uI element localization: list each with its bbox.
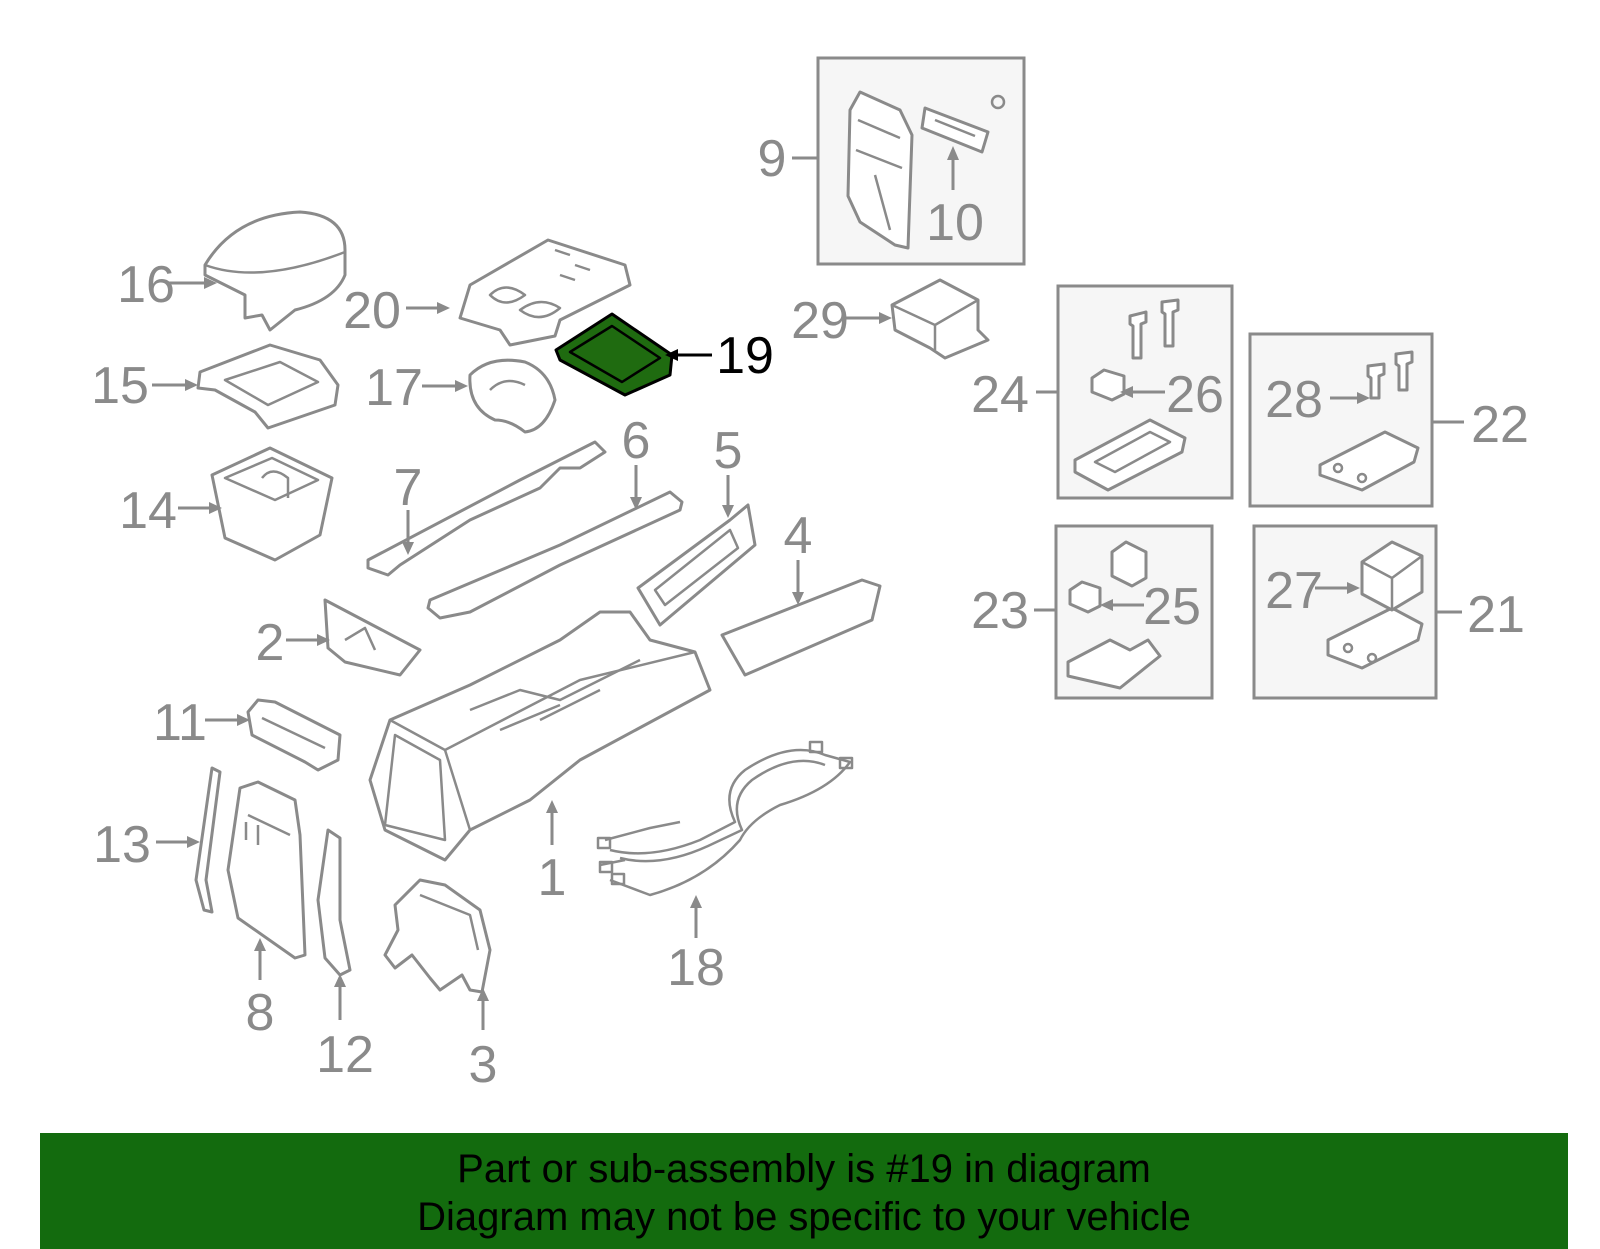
part-7-trim-strip[interactable] xyxy=(366,440,607,577)
callout-19: 19 xyxy=(716,327,774,385)
parts-diagram: 1 2 3 4 5 6 7 8 9 10 11 12 13 14 15 16 1… xyxy=(91,56,1529,1094)
part-19-storage-tray-highlighted[interactable] xyxy=(554,312,674,397)
callout-6: 6 xyxy=(622,412,651,470)
part-22-bracket-kit[interactable] xyxy=(1318,350,1420,492)
part-27-module[interactable] xyxy=(1360,540,1424,612)
part-4-side-trim[interactable] xyxy=(720,578,882,677)
callout-14: 14 xyxy=(119,482,177,540)
part-20-console-top-plate[interactable] xyxy=(458,238,632,347)
callout-12: 12 xyxy=(316,1026,374,1084)
part-11-switch-panel[interactable] xyxy=(246,698,342,772)
part-26-clip[interactable] xyxy=(1090,368,1126,402)
callout-21: 21 xyxy=(1467,586,1525,644)
callout-24: 24 xyxy=(971,366,1029,424)
callout-10: 10 xyxy=(926,194,984,252)
callout-13: 13 xyxy=(93,816,151,874)
part-3-bracket[interactable] xyxy=(383,878,492,994)
part-14-storage-bin[interactable] xyxy=(210,446,334,562)
part-10-switch[interactable] xyxy=(920,94,1006,154)
callout-15: 15 xyxy=(91,357,149,415)
part-24-bracket-kit[interactable] xyxy=(1073,298,1187,492)
part-23-bracket-kit[interactable] xyxy=(1066,540,1162,690)
part-6-trim-strip[interactable] xyxy=(426,490,684,620)
callout-17: 17 xyxy=(365,359,423,417)
banner-line-disclaimer: Diagram may not be specific to your vehi… xyxy=(417,1195,1191,1239)
part-12-trim-strip[interactable] xyxy=(316,828,352,977)
part-25-clip[interactable] xyxy=(1068,580,1102,614)
callout-18: 18 xyxy=(667,939,725,997)
part-1-center-console[interactable] xyxy=(368,610,712,862)
callout-20: 20 xyxy=(343,282,401,340)
part-17-cup-insert[interactable] xyxy=(468,358,557,434)
callout-28: 28 xyxy=(1265,371,1323,429)
callout-29: 29 xyxy=(791,292,849,350)
part-8-side-panel[interactable] xyxy=(226,780,307,960)
callout-23: 23 xyxy=(971,582,1029,640)
callout-27: 27 xyxy=(1265,562,1323,620)
callout-2: 2 xyxy=(256,614,285,672)
callout-25: 25 xyxy=(1143,578,1201,636)
callout-16: 16 xyxy=(117,256,175,314)
callout-8: 8 xyxy=(246,984,275,1042)
callout-1: 1 xyxy=(538,849,567,907)
part-29-bracket[interactable] xyxy=(890,278,990,360)
callout-11: 11 xyxy=(153,694,207,752)
callout-3: 3 xyxy=(469,1036,498,1094)
callout-4: 4 xyxy=(784,507,813,565)
part-2-bracket[interactable] xyxy=(323,598,422,677)
info-banner: Part or sub-assembly is #19 in diagram D… xyxy=(40,1133,1568,1249)
callout-26: 26 xyxy=(1166,366,1224,424)
part-18-wire-harness[interactable] xyxy=(596,740,854,897)
banner-line-part: Part or sub-assembly is #19 in diagram xyxy=(457,1147,1151,1191)
part-5-side-panel[interactable] xyxy=(636,503,757,627)
part-15-trim[interactable] xyxy=(196,343,340,430)
callout-22: 22 xyxy=(1471,396,1529,454)
callout-7: 7 xyxy=(394,459,423,517)
part-9-shifter-bezel[interactable] xyxy=(846,90,914,250)
callout-5: 5 xyxy=(714,422,743,480)
part-16-armrest-lid[interactable] xyxy=(203,210,347,332)
part-13-trim-strip[interactable] xyxy=(194,766,222,914)
callout-9: 9 xyxy=(758,130,787,188)
